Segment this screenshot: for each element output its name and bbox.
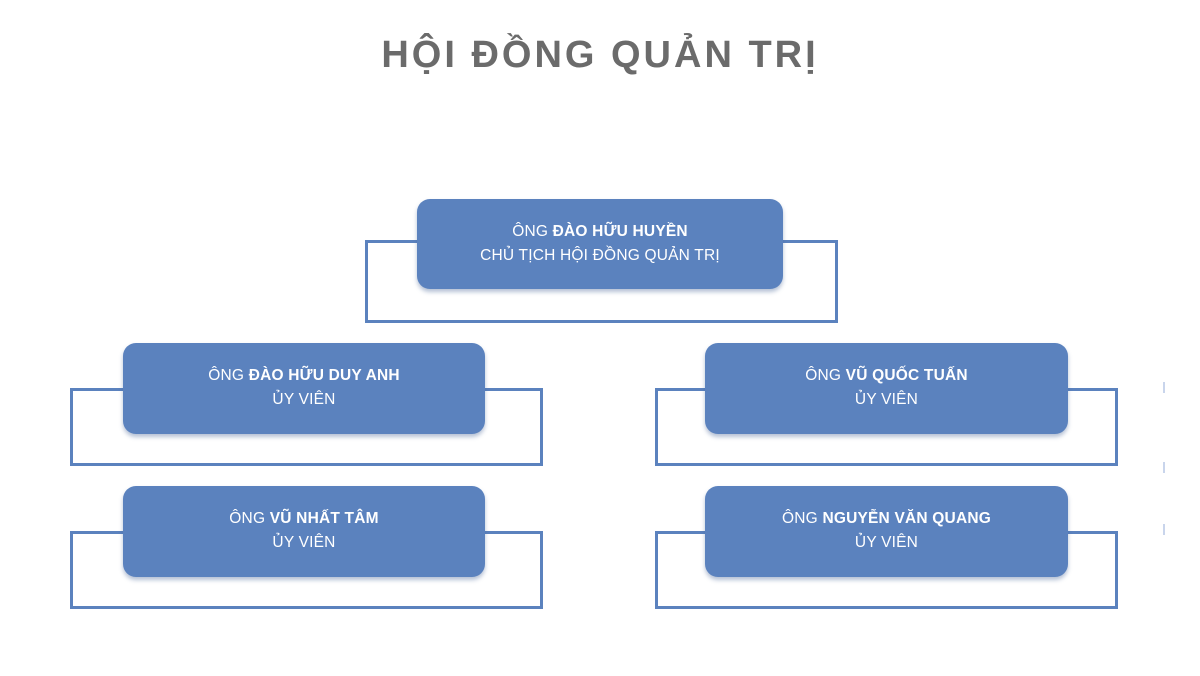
node-member-3-role: ỦY VIÊN	[272, 534, 336, 551]
node-member-1-role: ỦY VIÊN	[272, 391, 336, 408]
node-member-4-role: ỦY VIÊN	[854, 534, 919, 551]
node-chairman[interactable]: ÔNG ĐÀO HỮU HUYỀN CHỦ TỊCH HỘI ĐỒNG QUẢN…	[417, 199, 783, 289]
node-member-2-role: ỦY VIÊN	[854, 391, 919, 408]
node-member-1-person: ĐÀO HỮU DUY ANH	[248, 367, 400, 385]
edge-tick-mark	[1163, 382, 1165, 393]
node-member-2-prefix: ÔNG	[805, 367, 842, 385]
node-chairman-person: ĐÀO HỮU HUYỀN	[552, 222, 688, 240]
edge-tick-mark	[1163, 462, 1165, 473]
node-member-2[interactable]: ÔNG VŨ QUỐC TUẤN ỦY VIÊN	[705, 343, 1068, 434]
node-member-2-name: ÔNG VŨ QUỐC TUẤN	[805, 366, 968, 387]
node-member-3[interactable]: ÔNG VŨ NHẤT TÂM ỦY VIÊN	[123, 486, 485, 577]
node-member-1-name: ÔNG ĐÀO HỮU DUY ANH	[208, 366, 400, 387]
node-member-1[interactable]: ÔNG ĐÀO HỮU DUY ANH ỦY VIÊN	[123, 343, 485, 434]
node-member-4-name: ÔNG NGUYỄN VĂN QUANG	[782, 509, 991, 530]
node-chairman-name: ÔNG ĐÀO HỮU HUYỀN	[512, 222, 688, 243]
node-member-2-person: VŨ QUỐC TUẤN	[845, 367, 968, 385]
node-chairman-role: CHỦ TỊCH HỘI ĐỒNG QUẢN TRỊ	[480, 246, 720, 264]
node-member-4-person: NGUYỄN VĂN QUANG	[822, 510, 991, 528]
page-title: HỘI ĐỒNG QUẢN TRỊ	[381, 34, 819, 76]
node-chairman-prefix: ÔNG	[512, 222, 549, 240]
node-member-1-prefix: ÔNG	[208, 367, 245, 385]
node-member-4-prefix: ÔNG	[782, 510, 818, 528]
node-member-4[interactable]: ÔNG NGUYỄN VĂN QUANG ỦY VIÊN	[705, 486, 1068, 577]
edge-tick-mark	[1163, 524, 1165, 535]
node-member-3-prefix: ÔNG	[229, 510, 266, 528]
node-member-3-person: VŨ NHẤT TÂM	[269, 510, 379, 528]
node-member-3-name: ÔNG VŨ NHẤT TÂM	[229, 509, 378, 530]
